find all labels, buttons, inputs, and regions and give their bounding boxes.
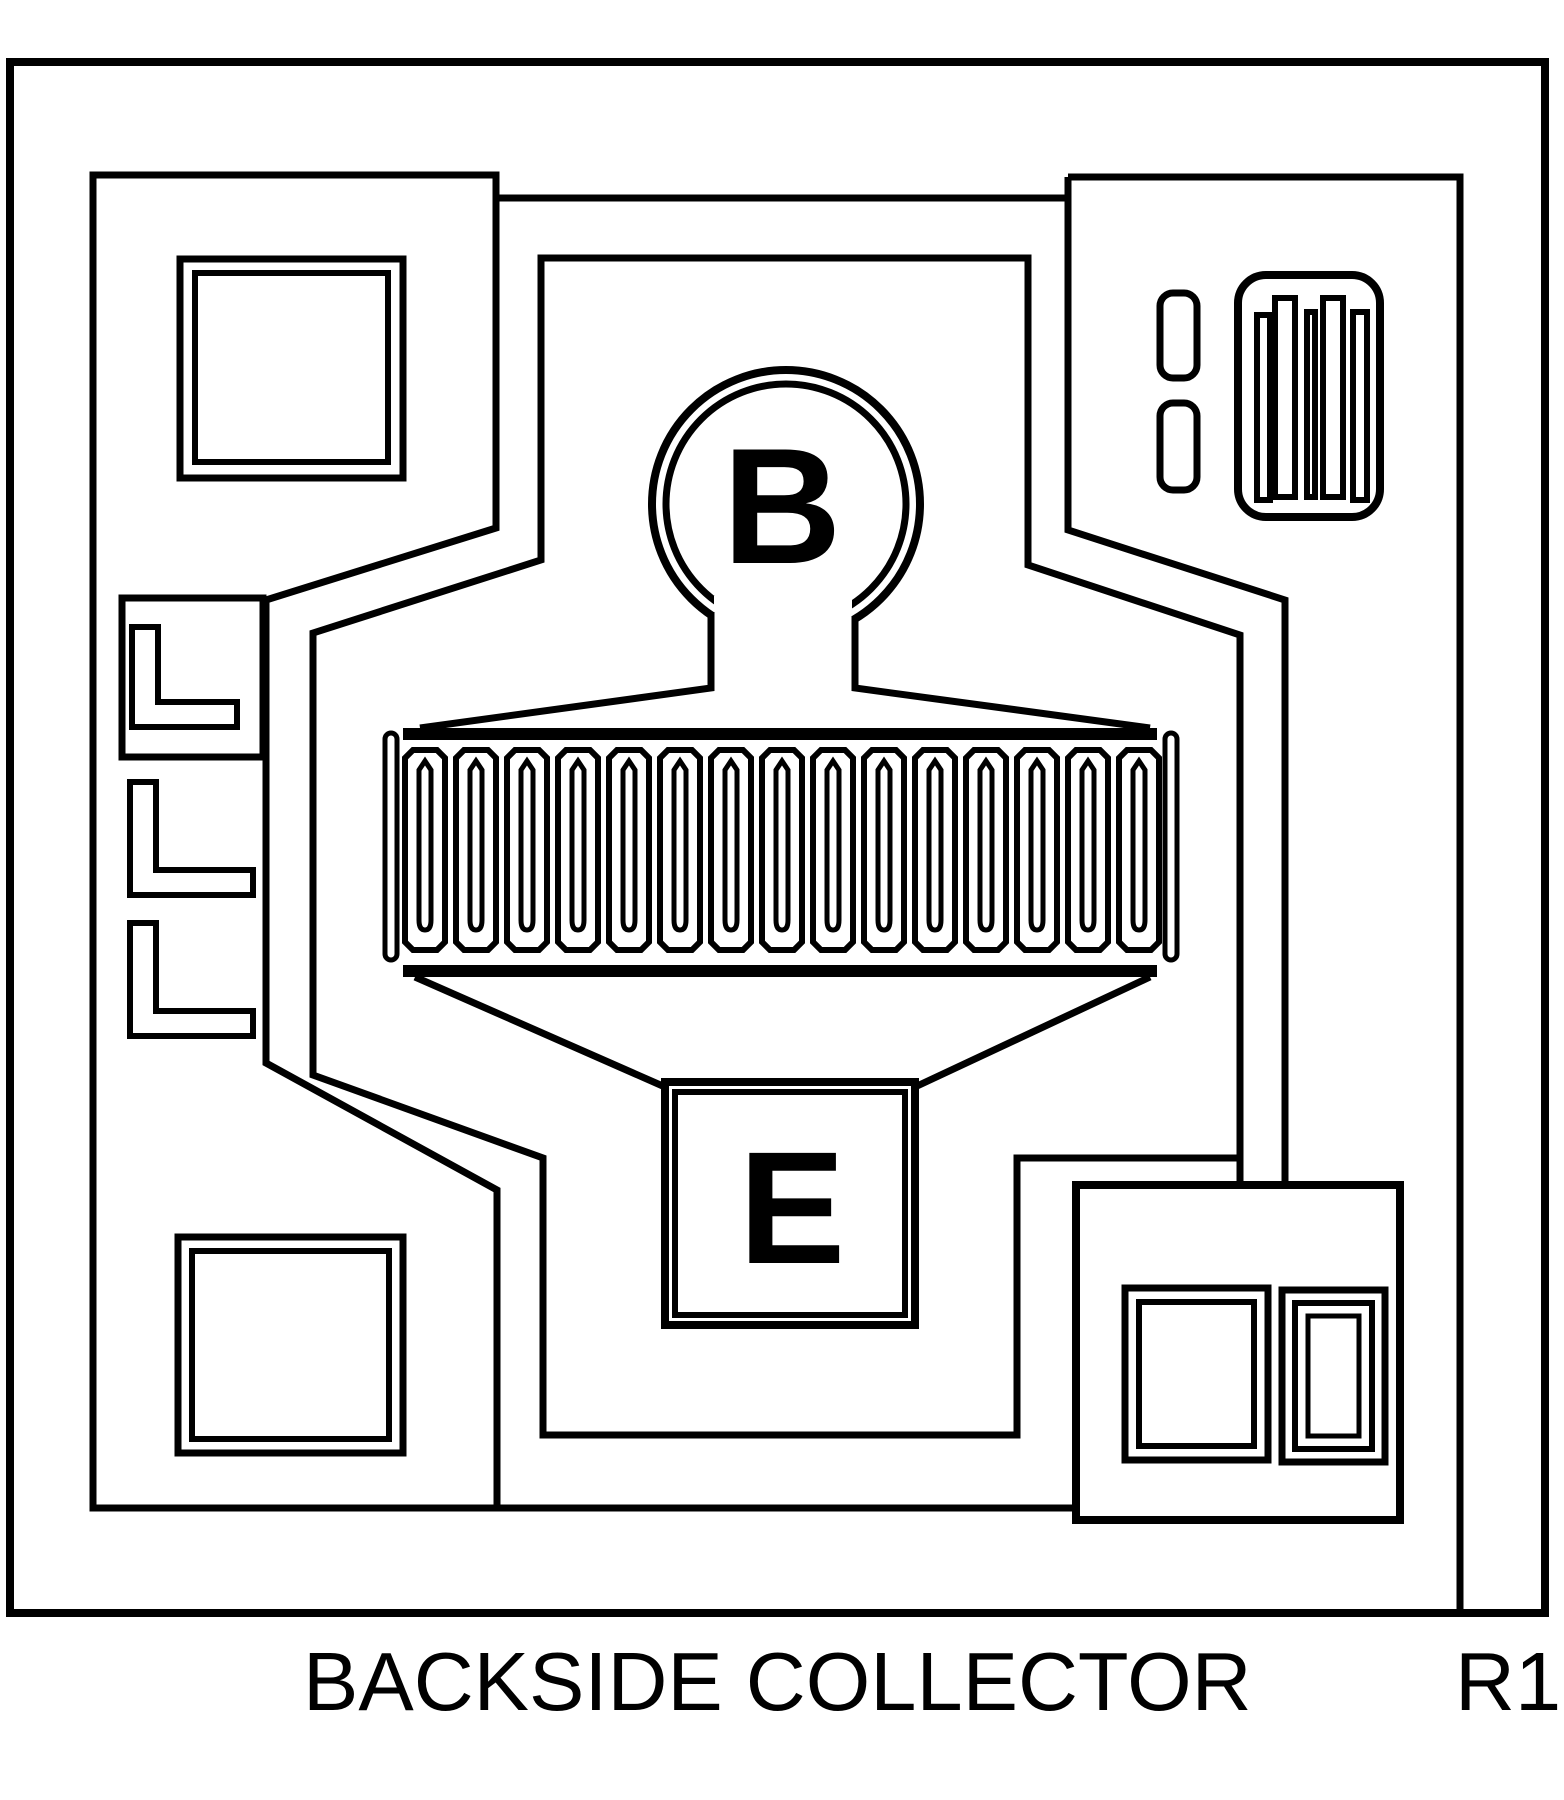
comb-finger-slot [1079,756,1097,933]
comb-finger-slot [416,756,434,933]
base-label: B [722,414,841,598]
comb-finger-slot [1028,756,1046,933]
comb-finger-slot [875,756,893,933]
emitter-label: E [739,1118,846,1297]
corner-region-bottom-right [1072,1181,1404,1524]
comb-finger-slot [773,756,791,933]
comb-finger-cap [810,747,856,953]
comb-finger-cap [963,747,1009,953]
comb-finger-slot [569,756,587,933]
comb-finger-slot [977,756,995,933]
revision-label: R1 [1455,1635,1561,1728]
comb-finger-cap [708,747,754,953]
test-pill-1 [1156,289,1201,382]
comb-end-bar-left [382,730,400,963]
comb-finger-cap [912,747,958,953]
guard-ring [309,254,1244,1439]
comb-finger-slot [518,756,536,933]
l-mark-1 [129,624,240,730]
emitter-funnel [413,973,1152,1091]
left-metal-region [89,171,501,1512]
corner-square-right-inner2 [1305,1313,1362,1439]
right-metal-region [1064,173,1464,1613]
comb-end-bar-right [1162,730,1180,963]
comb-finger-slot [926,756,944,933]
comb-finger-cap [606,747,652,953]
comb-finger-cap [1065,747,1111,953]
comb-finger-cap [504,747,550,953]
striped-bar-5 [1350,309,1370,503]
comb-finger-cap [453,747,499,953]
comb-finger-cap [402,747,448,953]
comb-finger-cap [1014,747,1060,953]
corner-square-left [1121,1284,1272,1464]
comb-finger-cap [1116,747,1162,953]
collector-caption: BACKSIDE COLLECTOR [303,1635,1252,1728]
comb-finger-slot [620,756,638,933]
corner-square-right-inner [1292,1300,1375,1452]
l-mark-3 [127,920,256,1039]
bond-pad-top-left-inner [192,270,391,465]
emitter-pad [661,1078,919,1329]
striped-bar-2 [1272,295,1298,500]
comb-finger-slot [671,756,689,933]
alignment-mark-box [118,594,267,761]
comb-finger-cap [759,747,805,953]
comb-finger-cap [657,747,703,953]
base-funnel [419,612,1151,732]
test-pill-2 [1156,399,1201,494]
striped-bar-4 [1320,295,1346,500]
comb-finger-slot [467,756,485,933]
striped-bar-3 [1304,309,1318,500]
comb-finger-slot [1130,756,1148,933]
l-mark-2 [127,779,256,898]
comb-finger-slot [824,756,842,933]
bond-pad-top-left [176,255,407,482]
comb-finger-slot [722,756,740,933]
emitter-pad-inner [672,1089,908,1318]
corner-square-left-inner [1136,1299,1257,1449]
comb-finger-cap [861,747,907,953]
die-border [6,58,1549,1617]
striped-bar-1 [1254,312,1273,503]
emitter-base-comb [402,747,1162,953]
bond-pad-bottom-left-inner [189,1248,392,1442]
test-striped-box [1234,271,1384,521]
comb-finger-cap [555,747,601,953]
base-neck-clearing [714,596,852,700]
bond-pad-bottom-left [174,1233,407,1457]
corner-square-right [1278,1286,1389,1466]
